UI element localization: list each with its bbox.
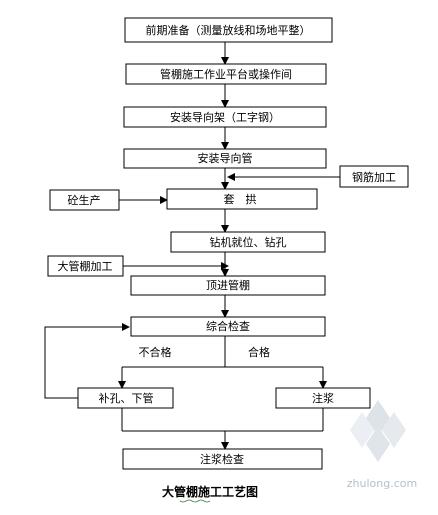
input-concrete-label: 砼生产 <box>68 193 101 207</box>
step-guide-pipe-label: 安装导向管 <box>198 151 253 165</box>
step-drill: 钻机就位、钻孔 <box>170 231 326 253</box>
diagram-title: 大管棚施工工艺图 <box>162 484 258 499</box>
step-grout-inspection: 注浆检查 <box>122 448 323 470</box>
step-prep-label: 前期准备（测量放线和场地平整） <box>146 23 311 37</box>
step-inspection-label: 综合检查 <box>206 319 250 333</box>
step-arch-label: 套 拱 <box>224 192 257 206</box>
step-rework-label: 补孔、下管 <box>99 391 154 405</box>
step-push-pipe: 顶进管棚 <box>130 275 326 296</box>
branch-fail-label: 不合格 <box>139 345 172 359</box>
step-drill-label: 钻机就位、钻孔 <box>210 235 287 249</box>
step-platform: 管棚施工作业平台或操作间 <box>125 63 327 85</box>
step-guide-pipe: 安装导向管 <box>123 148 327 169</box>
step-rework: 补孔、下管 <box>77 387 174 409</box>
input-pipe-fabrication: 大管棚加工 <box>47 255 124 277</box>
step-prep: 前期准备（测量放线和场地平整） <box>124 17 333 43</box>
step-grout-inspection-label: 注浆检查 <box>200 452 244 466</box>
step-guide-frame-label: 安装导向架（工字钢） <box>170 110 280 124</box>
input-pipe-fabrication-label: 大管棚加工 <box>58 259 113 273</box>
watermark-text: zhulong.com <box>347 477 417 490</box>
step-arch: 套 拱 <box>166 188 318 210</box>
title-spellcheck-underline <box>179 499 211 503</box>
input-rebar: 钢筋加工 <box>339 165 409 188</box>
watermark-logo <box>350 400 406 462</box>
step-guide-frame: 安装导向架（工字钢） <box>123 106 327 128</box>
step-push-pipe-label: 顶进管棚 <box>206 278 250 292</box>
step-inspection: 综合检查 <box>130 316 326 337</box>
input-concrete: 砼生产 <box>49 189 120 211</box>
connectors <box>44 42 340 450</box>
input-rebar-label: 钢筋加工 <box>352 170 396 184</box>
step-grouting-label: 注浆 <box>312 391 334 405</box>
branch-pass-label: 合格 <box>248 345 270 359</box>
step-platform-label: 管棚施工作业平台或操作间 <box>160 67 292 81</box>
step-grouting: 注浆 <box>275 387 371 409</box>
